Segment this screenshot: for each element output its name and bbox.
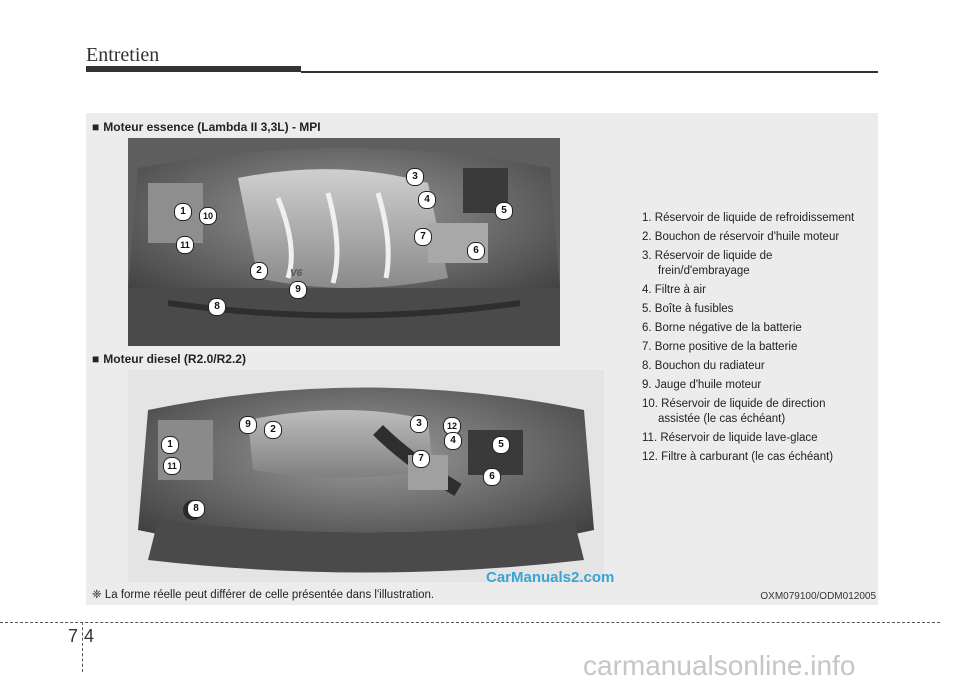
legend-item-continuation: assistée (le cas échéant) [658, 413, 786, 425]
diesel-engine-illustration [128, 370, 604, 582]
legend-item-text: 9. Jauge d'huile moteur [642, 379, 762, 391]
legend-item-text: 7. Borne positive de la batterie [642, 341, 798, 353]
footer-dashed-rule [0, 622, 940, 623]
legend-item-text: 11. Réservoir de liquide lave-glace [642, 432, 818, 444]
legend-item: 8. Bouchon du radiateur [642, 357, 877, 376]
petrol-badge: 11 [176, 236, 194, 254]
square-bullet-icon: ■ [92, 120, 100, 134]
chapter-number: 7 [68, 626, 85, 646]
petrol-section-title: ■Moteur essence (Lambda II 3,3L) - MPI [92, 120, 321, 134]
legend-item-text: 3. Réservoir de liquide de [642, 250, 773, 262]
figure-reference-code: OXM079100/ODM012005 [760, 591, 876, 602]
legend-item: 6. Borne négative de la batterie [642, 319, 877, 338]
diesel-badge: 2 [264, 421, 282, 439]
page-number-value: 4 [84, 626, 101, 646]
diesel-section-label: Moteur diesel (R2.0/R2.2) [103, 352, 246, 366]
petrol-badge: 1 [174, 203, 192, 221]
diesel-badge: 9 [239, 416, 257, 434]
diesel-badge: 7 [412, 450, 430, 468]
component-legend: 1. Réservoir de liquide de refroidisseme… [642, 209, 877, 467]
legend-item-text: 10. Réservoir de liquide de direction [642, 398, 826, 410]
carmanuals-watermark: CarManuals2.com [486, 569, 615, 586]
petrol-badge: 4 [418, 191, 436, 209]
legend-item-text: 12. Filtre à carburant (le cas échéant) [642, 451, 834, 463]
petrol-engine-mark: V6 [290, 268, 303, 279]
legend-item: 7. Borne positive de la batterie [642, 338, 877, 357]
petrol-badge: 8 [208, 298, 226, 316]
square-bullet-icon: ■ [92, 352, 100, 366]
legend-item: 5. Boîte à fusibles [642, 300, 877, 319]
legend-item-text: 5. Boîte à fusibles [642, 303, 734, 315]
header-bar [86, 66, 301, 72]
petrol-badge: 2 [250, 262, 268, 280]
petrol-badge: 3 [406, 168, 424, 186]
legend-item: 9. Jauge d'huile moteur [642, 376, 877, 395]
legend-item-text: 6. Borne négative de la batterie [642, 322, 802, 334]
legend-item-continuation: frein/d'embrayage [658, 265, 750, 277]
diesel-section-title: ■Moteur diesel (R2.0/R2.2) [92, 352, 246, 366]
footer-dashed-divider [82, 622, 83, 672]
legend-item-text: 1. Réservoir de liquide de refroidisseme… [642, 212, 855, 224]
petrol-section-label: Moteur essence (Lambda II 3,3L) - MPI [103, 120, 321, 134]
legend-item: 11. Réservoir de liquide lave-glace [642, 429, 877, 448]
diesel-badge: 11 [163, 457, 181, 475]
petrol-badge: 9 [289, 281, 307, 299]
legend-item: 12. Filtre à carburant (le cas échéant) [642, 448, 877, 467]
legend-item: 10. Réservoir de liquide de direction ass… [642, 395, 877, 429]
legend-item: 2. Bouchon de réservoir d'huile moteur [642, 228, 877, 247]
legend-item: 3. Réservoir de liquide de frein/d'embray… [642, 247, 877, 281]
legend-item: 1. Réservoir de liquide de refroidisseme… [642, 209, 877, 228]
illustration-note: ❈ La forme réelle peut différer de celle… [92, 589, 435, 601]
petrol-badge: 5 [495, 202, 513, 220]
petrol-badge: 10 [199, 207, 217, 225]
petrol-badge: 6 [467, 242, 485, 260]
diesel-badge: 4 [444, 432, 462, 450]
diesel-badge: 5 [492, 436, 510, 454]
page-header-title: Entretien [86, 44, 160, 66]
diesel-badge: 6 [483, 468, 501, 486]
page-number: 74 [68, 626, 100, 647]
legend-item-text: 4. Filtre à air [642, 284, 706, 296]
petrol-badge: 7 [414, 228, 432, 246]
diesel-badge: 1 [161, 436, 179, 454]
legend-item-text: 2. Bouchon de réservoir d'huile moteur [642, 231, 840, 243]
diesel-badge: 3 [410, 415, 428, 433]
legend-item: 4. Filtre à air [642, 281, 877, 300]
legend-item-text: 8. Bouchon du radiateur [642, 360, 765, 372]
site-watermark: carmanualsonline.info [583, 650, 856, 681]
diesel-badge: 8 [187, 500, 205, 518]
header-rule [301, 71, 878, 73]
